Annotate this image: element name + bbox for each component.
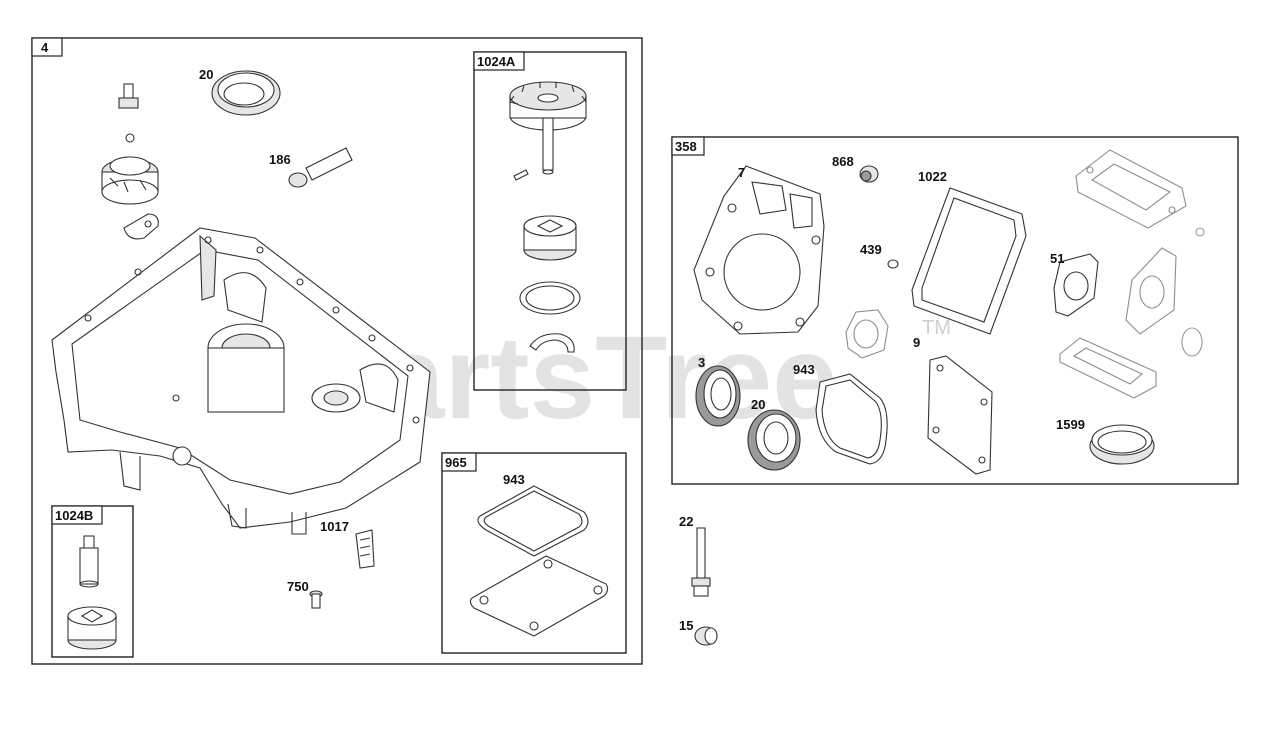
callout-1017: 1017: [320, 519, 349, 534]
bolt-part[interactable]: [118, 83, 139, 109]
callout-186: 186: [269, 152, 291, 167]
part-868[interactable]: [859, 165, 879, 183]
governor-arm-part[interactable]: [123, 213, 159, 240]
valve-cover-gasket-part-1022[interactable]: [911, 187, 1027, 335]
oring-part-943-358[interactable]: [815, 373, 888, 465]
callout-3: 3: [698, 355, 705, 370]
callout-20-358: 20: [751, 397, 765, 412]
breather-gasket-part[interactable]: [845, 309, 889, 359]
callout-868: 868: [832, 154, 854, 169]
group-label-1024b: 1024B: [55, 508, 93, 523]
group-frame-4: 4: [31, 37, 643, 665]
pin-part[interactable]: [513, 169, 529, 181]
callout-20: 20: [199, 67, 213, 82]
pump-shaft-part[interactable]: [79, 535, 99, 588]
cam-gear-part[interactable]: [509, 81, 587, 175]
bolt-part-22[interactable]: [691, 527, 711, 597]
callout-750: 750: [287, 579, 309, 594]
cover-plate-part[interactable]: [469, 555, 609, 637]
group-frame-1024a: 1024A: [473, 51, 627, 391]
callout-943-965: 943: [503, 472, 525, 487]
group-label-965: 965: [445, 455, 467, 470]
seal-part-3[interactable]: [695, 365, 741, 427]
head-gasket-part-7[interactable]: [693, 165, 825, 335]
callout-439: 439: [860, 242, 882, 257]
seal-part-20[interactable]: [211, 70, 281, 116]
small-washer-part[interactable]: [1195, 227, 1205, 237]
callout-943-358: 943: [793, 362, 815, 377]
watermark-trademark: TM: [922, 317, 951, 339]
washer-part[interactable]: [125, 133, 135, 143]
carb-gasket-part[interactable]: [1059, 337, 1157, 399]
callout-15: 15: [679, 618, 693, 633]
seal-part-20-358[interactable]: [747, 409, 801, 471]
group-label-358: 358: [675, 139, 697, 154]
exhaust-gasket-part[interactable]: [1075, 149, 1187, 229]
callout-1599: 1599: [1056, 417, 1085, 432]
callout-1022: 1022: [918, 169, 947, 184]
oring-part[interactable]: [519, 281, 581, 315]
callout-9: 9: [913, 335, 920, 350]
callout-22: 22: [679, 514, 693, 529]
group-label-4: 4: [41, 40, 49, 55]
group-frame-358: 358: [671, 136, 1239, 485]
crankcase-cover-part[interactable]: [51, 227, 431, 535]
callout-51: 51: [1050, 251, 1064, 266]
group-frame-965: 965: [441, 452, 627, 654]
oring-part-943-965[interactable]: [477, 485, 589, 557]
callout-7: 7: [738, 165, 745, 180]
group-frame-1024b: 1024B: [51, 505, 134, 658]
part-1017[interactable]: [355, 529, 375, 569]
cover-plate-part-9[interactable]: [927, 355, 993, 475]
oil-pump-rotor-part[interactable]: [523, 215, 577, 261]
intake-gasket-part[interactable]: [1125, 247, 1177, 335]
oring-small-part[interactable]: [1181, 327, 1203, 357]
governor-assembly-part[interactable]: [101, 156, 159, 205]
screw-part-750[interactable]: [309, 590, 323, 609]
ring-part-1599[interactable]: [1089, 424, 1155, 465]
part-439[interactable]: [887, 259, 899, 269]
part-15[interactable]: [694, 626, 718, 646]
retaining-ring-part[interactable]: [529, 333, 575, 353]
group-label-1024a: 1024A: [477, 54, 516, 69]
gasket-part-51[interactable]: [1053, 253, 1099, 317]
pin-part-186[interactable]: [288, 147, 353, 188]
pump-rotor-part[interactable]: [67, 606, 117, 650]
